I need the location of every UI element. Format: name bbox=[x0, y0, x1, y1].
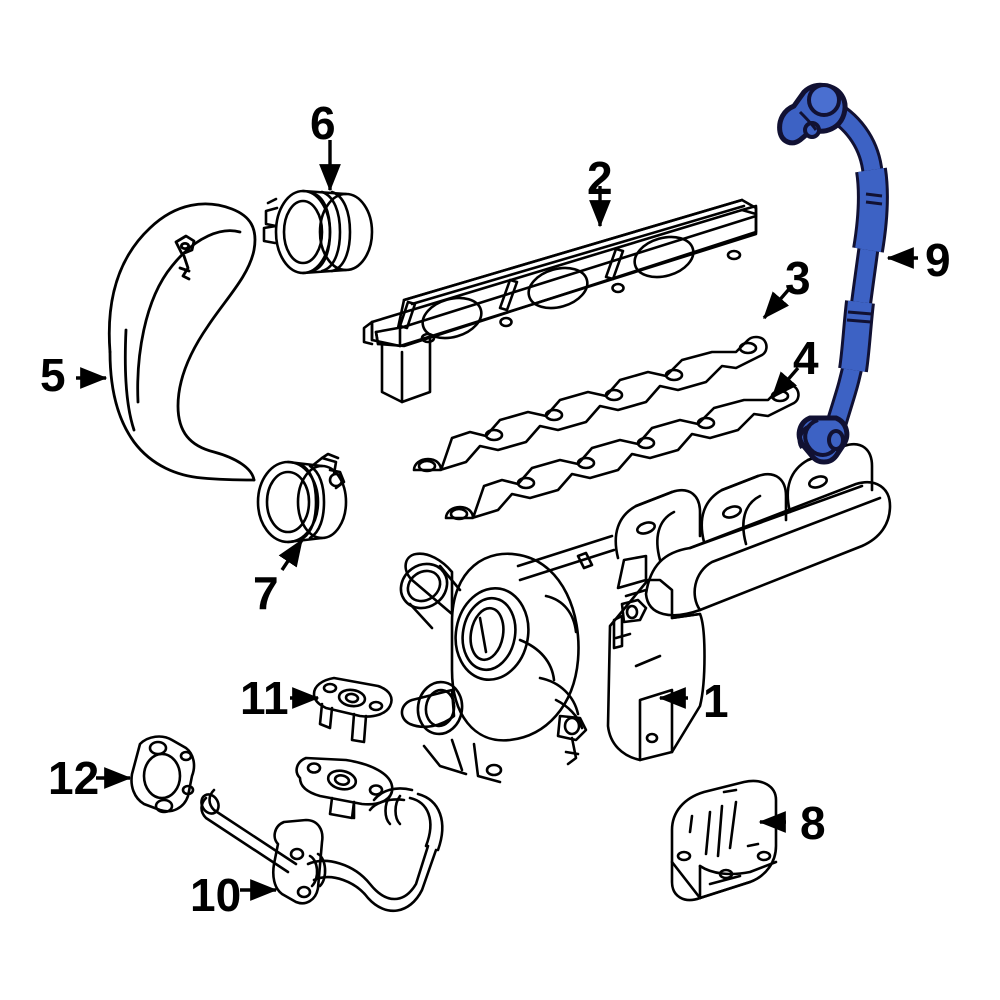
part-12-oil-line-gasket bbox=[130, 735, 196, 814]
arrow-to-part-7 bbox=[278, 538, 304, 571]
part-4-gasket-strip-lower bbox=[444, 383, 800, 521]
part-7-hose-clamp bbox=[256, 452, 348, 544]
callout-label-11[interactable]: 11 bbox=[240, 672, 289, 724]
callout-label-9[interactable]: 9 bbox=[925, 234, 951, 286]
arrow-to-part-4 bbox=[770, 366, 800, 400]
callout-label-8[interactable]: 8 bbox=[800, 797, 826, 849]
part-8-heat-shield bbox=[670, 779, 778, 902]
callout-label-7[interactable]: 7 bbox=[253, 567, 279, 619]
callout-label-3[interactable]: 3 bbox=[785, 252, 811, 304]
callout-label-4[interactable]: 4 bbox=[793, 332, 819, 384]
callout-label-6[interactable]: 6 bbox=[310, 97, 336, 149]
part-5-intake-duct bbox=[107, 202, 257, 482]
part-6-bellows-connector bbox=[262, 189, 374, 275]
part-11-flange-bracket bbox=[312, 676, 393, 744]
arrow-to-part-3 bbox=[762, 286, 792, 320]
part-1-turbocharger-assembly bbox=[399, 443, 892, 784]
part-2-manifold-gasket-plate bbox=[362, 198, 758, 404]
callout-label-12[interactable]: 12 bbox=[48, 752, 100, 804]
callout-arrows bbox=[76, 140, 918, 901]
part-9-oil-feed-line-highlighted bbox=[777, 82, 889, 465]
part-3-gasket-strip-upper bbox=[412, 335, 768, 473]
callout-label-5[interactable]: 5 bbox=[40, 349, 66, 401]
callout-label-2[interactable]: 2 bbox=[587, 152, 613, 204]
callout-label-10[interactable]: 10 bbox=[190, 869, 242, 921]
callout-label-1[interactable]: 1 bbox=[703, 675, 729, 727]
